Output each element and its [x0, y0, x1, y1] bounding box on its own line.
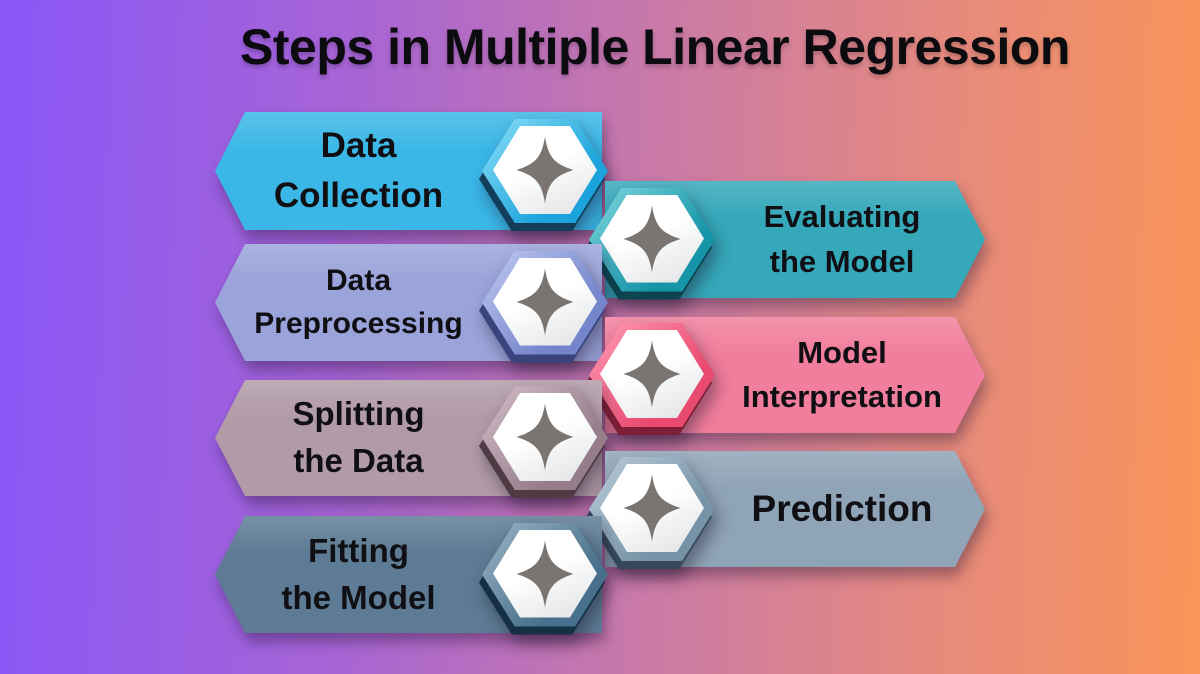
step-label-line1: Fitting [308, 531, 409, 569]
step-label: Splitting the Data [251, 380, 466, 496]
step-label-line2: the Model [769, 243, 915, 279]
star-badge [479, 522, 608, 635]
star-badge [586, 457, 715, 569]
step-row-evaluating-the-model: Evaluating the Model [586, 181, 985, 300]
four-point-star-icon [516, 136, 574, 204]
step-label: Data Collection [251, 112, 466, 230]
four-point-star-icon [516, 268, 574, 335]
step-label-line2: the Model [281, 578, 436, 616]
step-label-line1: Prediction [751, 487, 933, 529]
step-label-line1: Evaluating [763, 199, 921, 235]
star-badge [586, 187, 715, 300]
banner-shadow: Fitting the Model [215, 516, 602, 633]
step-row-data-preprocessing: Data Preprocessing [215, 244, 608, 363]
four-point-star-icon [516, 403, 574, 471]
step-label-line1: Splitting [292, 395, 425, 433]
step-label-line2: Collection [273, 176, 444, 215]
star-badge [479, 250, 608, 363]
four-point-star-icon [623, 340, 681, 408]
step-label-line1: Model [797, 334, 887, 370]
step-label: Evaluating the Model [739, 181, 945, 298]
four-point-star-icon [623, 205, 681, 272]
step-label-line1: Data [320, 126, 397, 166]
step-row-prediction: Prediction [586, 451, 985, 569]
step-label: Fitting the Model [251, 516, 466, 633]
step-row-fitting-the-model: Fitting the Model [215, 516, 608, 635]
step-label-line1: Data [325, 263, 392, 297]
star-badge [479, 119, 608, 231]
star-badge [479, 386, 608, 498]
step-row-splitting-the-data: Splitting the Data [215, 380, 608, 498]
four-point-star-icon [623, 474, 681, 542]
step-row-model-interpretation: Model Interpretation [586, 317, 985, 435]
step-label: Data Preprocessing [251, 244, 466, 361]
step-label-line2: Preprocessing [254, 306, 463, 340]
step-row-data-collection: Data Collection [215, 112, 608, 231]
four-point-star-icon [516, 540, 574, 607]
star-badge [586, 323, 715, 435]
page-title: Steps in Multiple Linear Regression [240, 19, 1070, 75]
step-label-line2: Interpretation [742, 379, 942, 414]
step-label: Prediction [739, 451, 945, 567]
step-label: Model Interpretation [739, 317, 945, 433]
step-label-line2: the Data [293, 442, 424, 479]
banner-shape: Fitting the Model [215, 516, 602, 633]
